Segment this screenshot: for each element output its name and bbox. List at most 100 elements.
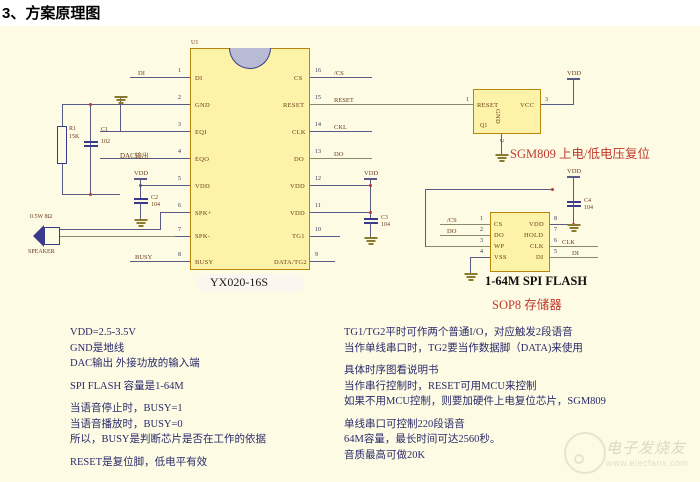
net-label-di: DI: [138, 70, 145, 77]
wire-flash-cs: [440, 224, 490, 225]
resistor-r1: [57, 126, 67, 164]
main-ic-pin-num-8: 8: [178, 252, 181, 258]
note-right-7: 音质最高可做20K: [344, 449, 426, 461]
note-right-6: 64M容量，最长时间可达2560秒。: [344, 434, 501, 445]
flash-pin-label-1: CS: [494, 221, 503, 228]
main-ic-pin-num-11: 11: [315, 203, 321, 209]
wire-pin1: [130, 77, 190, 78]
vdd-label-u1: VDD: [364, 170, 379, 177]
note-left-7: RESET是复位脚，低电平有效: [70, 456, 208, 468]
main-ic-pin-num-2: 2: [178, 95, 181, 101]
flash-pin-num-3: 3: [480, 238, 483, 244]
note-right-4: 如果不用MCU控制，则要加硬件上电复位芯片，SGM809: [344, 396, 606, 407]
wire-flash-vss-h: [470, 257, 490, 258]
main-ic-pin-num-3: 3: [178, 122, 181, 128]
main-ic-pin-label-10: TG1: [292, 233, 305, 240]
wire-eqi-branch: [120, 104, 121, 132]
net-label-reset: RESET: [334, 97, 354, 104]
wire-flash-vss: [470, 257, 471, 273]
main-ic-pin-num-7: 7: [178, 227, 181, 233]
watermark-url: www.elecfans.com: [606, 458, 689, 468]
vdd-bar: [364, 178, 377, 180]
main-ic-pin-label-3: EQI: [195, 129, 207, 136]
reset-ic-body: [473, 89, 541, 134]
wire-pin6: [160, 212, 190, 213]
flash-caption-package: SOP8 存储器: [492, 298, 562, 312]
flash-pin-label-4: VSS: [494, 254, 507, 261]
speaker-body: [44, 227, 60, 245]
main-ic-pin-label-11: VDD: [290, 210, 305, 217]
note-right-2: 具体时序图看说明书: [344, 365, 439, 376]
main-ic-pin-num-6: 6: [178, 203, 181, 209]
wire-reset-in: [455, 104, 473, 105]
flash-pin-num-6: 6: [554, 238, 557, 244]
flash-net-clk: CLK: [562, 239, 575, 246]
note-right-0: TG1/TG2平时可作两个普通I/O，对应触发2段语音: [344, 327, 573, 338]
wire-pin9: [310, 261, 335, 262]
main-ic-pin-label-16: CS: [294, 75, 303, 82]
note-left-3: SPI FLASH 容量是1-64M: [70, 380, 184, 392]
junction-vdd12: [369, 184, 372, 187]
main-ic-pin-label-5: VDD: [195, 183, 210, 190]
reset-ic-pin-label-3: VCC: [520, 102, 535, 109]
wire-pin14: [310, 131, 372, 132]
net-label-cs: /CS: [334, 70, 344, 77]
junction-vdd11: [369, 211, 372, 214]
wire-pin13: [310, 158, 372, 159]
c2-value: 104: [151, 202, 160, 208]
reset-ic-pin-label-2: GND: [494, 109, 501, 124]
main-ic-pin-label-15: RESET: [283, 102, 305, 109]
wire-reset-gnd: [501, 134, 502, 154]
main-ic-body: [190, 48, 310, 270]
note-right-1: 当作单线串口时，TG2要当作数据脚（DATA)来使用: [344, 342, 583, 354]
flash-net-do: DO: [447, 228, 457, 235]
note-left-2: DAC输出 外接功放的输入端: [70, 358, 200, 369]
main-ic-pin-num-4: 4: [178, 149, 181, 155]
net-label-ckl: CKL: [334, 124, 347, 131]
wire-pin16: [310, 77, 372, 78]
main-ic-pin-num-1: 1: [178, 68, 181, 74]
c1-ref: C1: [101, 127, 109, 133]
c2-plate-bottom: [134, 202, 148, 204]
wire-flash-vdd-top: [425, 189, 553, 190]
wire-pin4: [100, 158, 190, 159]
flash-caption-capacity: 1-64M SPI FLASH: [485, 274, 588, 288]
flash-pin-num-4: 4: [480, 249, 483, 255]
reset-ic-ref: Q1: [480, 123, 488, 129]
main-ic-pin-num-15: 15: [315, 95, 321, 101]
notes-left: VDD=2.5-3.5V GND是地线 DAC输出 外接功放的输入端 SPI F…: [70, 325, 266, 470]
ground-c4: [567, 224, 580, 232]
flash-pin-num-8: 8: [554, 216, 557, 222]
wire-flash-wp: [425, 246, 490, 247]
main-ic-pin-label-12: VDD: [290, 183, 305, 190]
flash-net-di: DI: [572, 250, 579, 257]
main-ic-pin-label-2: GND: [195, 102, 210, 109]
wire-c2-top: [140, 178, 141, 198]
flash-pin-num-1: 1: [480, 216, 483, 222]
c1-plate-bottom: [84, 145, 98, 147]
note-left-0: VDD=2.5-3.5V: [70, 327, 136, 338]
net-label-dac-out: DAC输出: [120, 152, 149, 160]
flash-pin-label-3: WP: [494, 243, 505, 250]
note-right-5: 单线串口可控制220段语音: [344, 418, 465, 430]
main-ic-pin-label-9: DATA/TG2: [274, 259, 307, 266]
wire-flash-di: [550, 257, 598, 258]
vdd-bar-flash: [567, 176, 580, 178]
main-ic-name-bg: [196, 274, 304, 292]
c4-plate-top: [567, 201, 581, 203]
notes-right: TG1/TG2平时可作两个普通I/O，对应触发2段语音 当作单线串口时，TG2要…: [344, 325, 606, 463]
note-left-1: GND是地线: [70, 342, 125, 354]
vdd-label-reset: VDD: [567, 70, 582, 77]
wire-pin8: [130, 261, 190, 262]
note-right-3: 当作串行控制时，RESET可用MCU来控制: [344, 380, 537, 392]
reset-ic-pin-num-3: 3: [545, 97, 548, 103]
c1-value: 102: [101, 139, 110, 145]
wire-pin15: [310, 104, 475, 105]
net-label-do: DO: [334, 151, 344, 158]
flash-pin-num-2: 2: [480, 227, 483, 233]
main-ic-pin-num-10: 10: [315, 227, 321, 233]
junction-rc-top: [89, 103, 92, 106]
watermark: 电子发烧友 www.elecfans.com: [564, 428, 696, 480]
r1-value: 15K: [69, 134, 80, 140]
main-ic-pin-num-16: 16: [315, 68, 321, 74]
